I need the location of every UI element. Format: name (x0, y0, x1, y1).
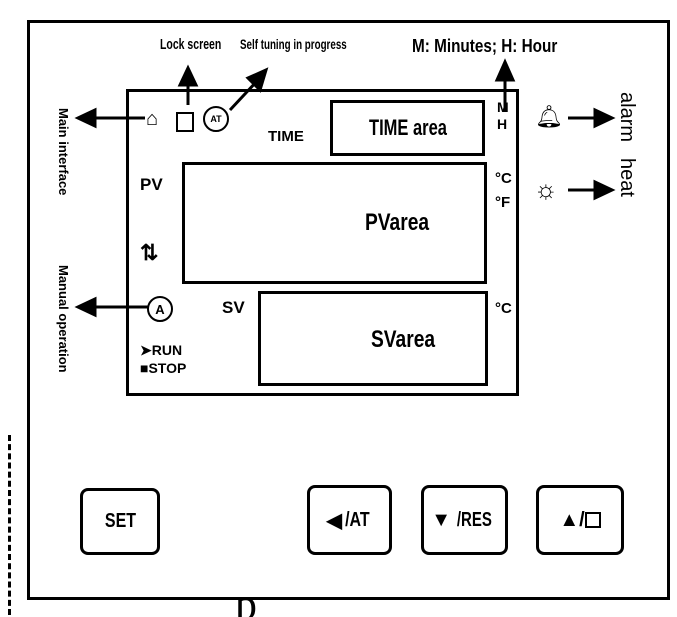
heat-icon: ☼ (534, 174, 558, 204)
set-button-label: SET (104, 510, 136, 532)
left-at-button[interactable]: ◀/AT (307, 485, 392, 555)
down-res-label: /RES (456, 508, 492, 531)
m-indicator: M (497, 99, 509, 115)
heat-label: heat (616, 158, 638, 197)
fahrenheit-unit: °F (495, 194, 511, 211)
lock-icon (176, 112, 194, 132)
time-area-text: TIME area (368, 115, 447, 140)
sv-area-text: SVarea (371, 326, 436, 353)
up-lock-button[interactable]: ▲/ (536, 485, 624, 555)
bell-icon: 🔔︎ (535, 104, 563, 129)
time-area: TIME area (330, 100, 485, 156)
outer-frame (27, 20, 670, 600)
pv-area-text: PVarea (365, 209, 430, 236)
at-icon: AT (203, 106, 229, 132)
stop-indicator: ■STOP (140, 360, 187, 376)
up-lock-label: / (579, 508, 585, 531)
up-arrow-icon: ▲ (559, 508, 580, 531)
minutes-hour-label: M: Minutes; H: Hour (412, 36, 558, 56)
time-label: TIME (268, 128, 304, 145)
main-interface-label: Main interface (56, 108, 71, 196)
lcd-panel (126, 89, 519, 396)
run-indicator: ➤RUN (140, 342, 183, 358)
stop-text: STOP (148, 360, 187, 376)
auto-manual-icon: A (147, 296, 173, 322)
alarm-label: alarm (616, 92, 638, 143)
sv-label: SV (222, 298, 245, 317)
down-res-button[interactable]: ▼/RES (421, 485, 508, 555)
sv-area: SVarea (258, 291, 488, 386)
left-arrow-icon: ◀ (326, 509, 342, 532)
set-button[interactable]: SET (80, 488, 160, 555)
transfer-icon: ⇅ (140, 240, 159, 265)
h-indicator: H (497, 116, 508, 132)
left-at-label: /AT (344, 508, 370, 531)
run-text: RUN (151, 342, 183, 358)
footer-text: p g (235, 590, 597, 617)
manual-label: Manual operation (56, 265, 71, 373)
pv-area: PVarea (182, 162, 487, 284)
self-tuning-label: Self tuning in progress (240, 36, 347, 52)
home-icon: ⌂ (146, 108, 159, 130)
sv-unit: °C (495, 300, 512, 317)
celsius-unit: °C (495, 170, 512, 187)
lock-icon (584, 512, 601, 528)
dashed-edge (8, 435, 11, 615)
lock-screen-label: Lock screen (160, 36, 222, 53)
down-arrow-icon: ▼ (431, 508, 452, 531)
pv-label: PV (140, 175, 163, 194)
